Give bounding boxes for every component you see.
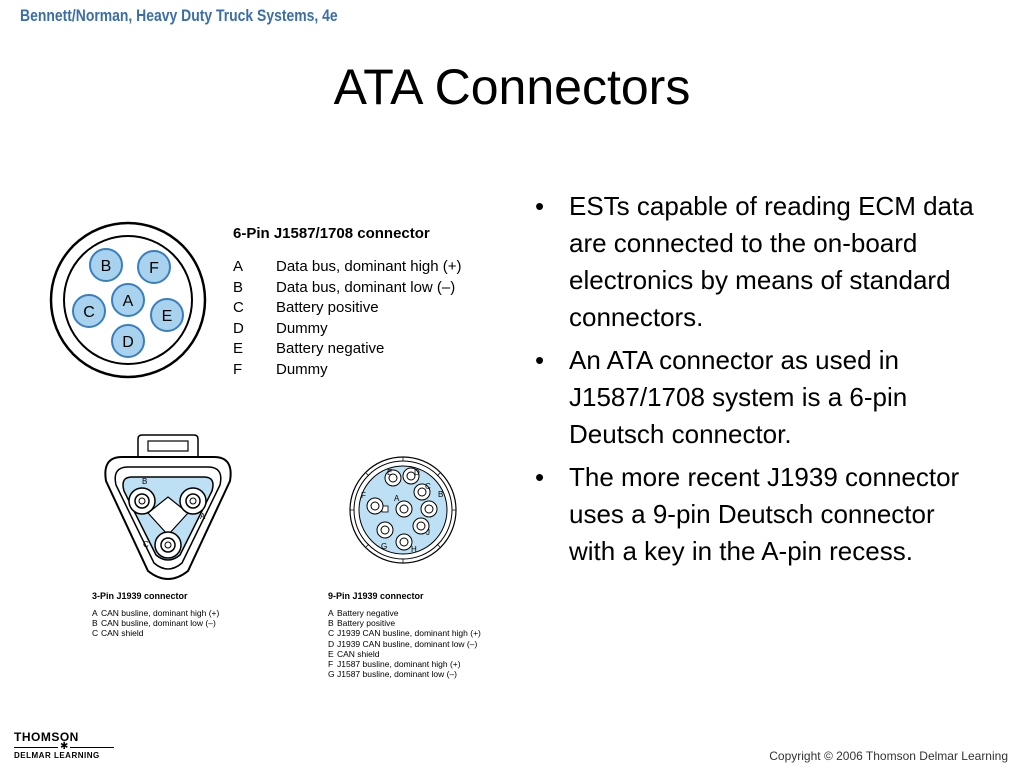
nine-pin-socket-c — [413, 483, 431, 501]
nine-pin-socket-h — [395, 533, 413, 551]
nine-pin-label-e: E — [387, 468, 392, 477]
six-pin-label-b: B — [101, 258, 112, 275]
three-pin-socket-a — [179, 487, 207, 515]
six-pin-label-c: C — [83, 304, 95, 321]
nine-pin-label-g: G — [381, 542, 387, 551]
bullet-item: •The more recent J1939 connector uses a … — [535, 459, 975, 570]
three-pin-connector-diagram: B A C — [104, 434, 232, 580]
nine-pin-socket-e — [384, 469, 402, 487]
nine-pin-connector-diagram: E D C F A B J G H — [349, 456, 457, 564]
six-pin-circle-b — [89, 248, 123, 282]
nine-pin-label-a: A — [394, 494, 400, 503]
nine-pin-socket-g — [376, 521, 394, 539]
nine-pin-heading: 9-Pin J1939 connector — [328, 591, 424, 601]
six-pin-connector-diagram: B F A C E D — [49, 221, 207, 379]
copyright-text: Copyright © 2006 Thomson Delmar Learning — [769, 749, 1008, 763]
six-pin-heading: 6-Pin J1587/1708 connector — [233, 225, 430, 242]
nine-pin-label-b: B — [438, 490, 443, 499]
six-pin-label-d: D — [122, 334, 134, 351]
three-pin-socket-c — [154, 531, 182, 559]
bullet-item: •An ATA connector as used in J1587/1708 … — [535, 342, 975, 453]
star-icon: ✱ — [58, 741, 71, 752]
nine-pin-socket-j — [412, 517, 430, 535]
six-pin-circle-a — [111, 283, 145, 317]
six-pin-label-f: F — [149, 260, 159, 277]
bullet-icon: • — [535, 345, 545, 375]
bullet-item: •ESTs capable of reading ECM data are co… — [535, 188, 975, 336]
nine-pin-label-c: C — [425, 482, 431, 491]
three-pin-label-c: C — [143, 540, 149, 549]
nine-pin-label-d: D — [414, 468, 420, 477]
three-pin-heading: 3-Pin J1939 connector — [92, 591, 188, 601]
bullet-icon: • — [535, 191, 545, 221]
slide-title: ATA Connectors — [333, 59, 691, 115]
bullet-icon: • — [535, 462, 545, 492]
six-pin-circle-e — [150, 298, 184, 332]
book-title: Bennett/Norman, Heavy Duty Truck Systems… — [20, 6, 338, 25]
nine-pin-socket-f — [366, 497, 384, 515]
three-pin-label-b: B — [142, 477, 147, 486]
nine-pin-socket-a — [395, 500, 413, 518]
nine-pin-socket-b — [420, 500, 438, 518]
three-pin-label-a: A — [200, 512, 206, 521]
nine-pin-ring-ticks — [350, 457, 456, 563]
three-pin-socket-b — [128, 487, 156, 515]
six-pin-label-e: E — [162, 308, 173, 325]
six-pin-circle-d — [111, 324, 145, 358]
publisher-logo: THOMSON ✱ DELMAR LEARNING — [14, 730, 124, 760]
bullet-list: •ESTs capable of reading ECM data are co… — [535, 188, 975, 576]
nine-pin-label-h: H — [411, 545, 417, 554]
six-pin-circle-c — [72, 294, 106, 328]
six-pin-circle-f — [137, 250, 171, 284]
nine-pin-socket-d — [402, 467, 420, 485]
nine-pin-label-j: J — [426, 528, 430, 537]
nine-pin-label-f: F — [361, 491, 366, 500]
six-pin-label-a: A — [123, 293, 134, 310]
